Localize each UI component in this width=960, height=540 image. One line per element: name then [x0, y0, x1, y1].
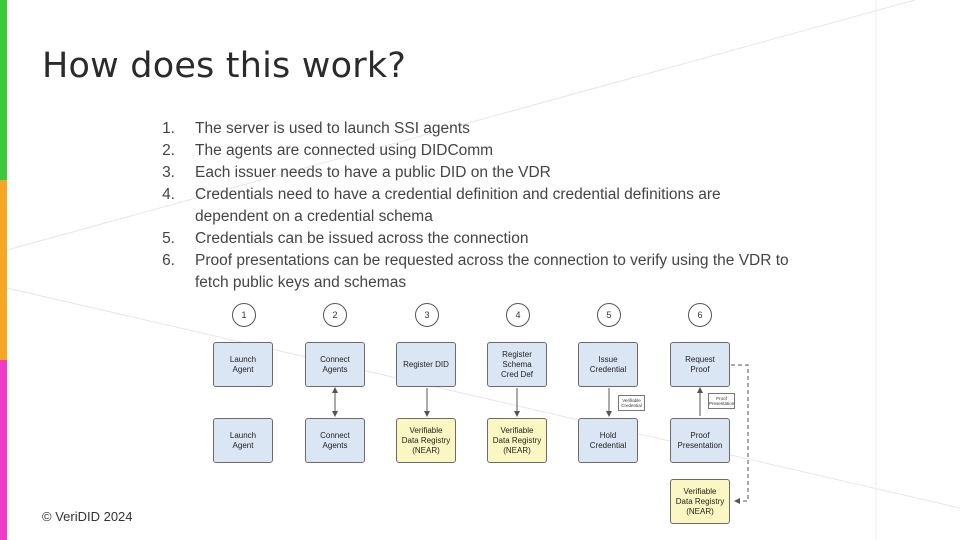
list-item: 2.The agents are connected using DIDComm	[162, 142, 494, 159]
step-number-circle: 4	[506, 303, 530, 327]
accent-bar-pink	[0, 360, 7, 540]
list-item: 3.Each issuer needs to have a public DID…	[162, 164, 551, 181]
list-item: 5.Credentials can be issued across the c…	[162, 230, 529, 247]
steps-list: 1.The server is used to launch SSI agent…	[156, 118, 796, 294]
verifiable-data-registry-box: Verifiable Data Registry (NEAR)	[487, 418, 547, 463]
verifiable-data-registry-box: Verifiable Data Registry (NEAR)	[670, 479, 730, 524]
register-schema-box: Register Schema Cred Def	[487, 342, 547, 387]
step-number-circle: 6	[688, 303, 712, 327]
issue-credential-box: Issue Credential	[578, 342, 638, 387]
proof-presentation-box: Proof Presentation	[670, 418, 730, 463]
list-item: 6.Proof presentations can be requested a…	[162, 252, 789, 291]
step-number-circle: 3	[415, 303, 439, 327]
step-number-circle: 5	[597, 303, 621, 327]
footer-copyright: © VeriDID 2024	[42, 509, 133, 524]
credential-document-icon: Verifiable Credential	[618, 395, 645, 411]
connect-agents-box: Connect Agents	[305, 342, 365, 387]
list-item: 4.Credentials need to have a credential …	[162, 186, 721, 225]
accent-bar-orange	[0, 180, 7, 360]
connect-agents-box: Connect Agents	[305, 418, 365, 463]
register-did-box: Register DID	[396, 342, 456, 387]
proof-document-icon: Proof Presentation	[708, 393, 735, 409]
list-item: 1.The server is used to launch SSI agent…	[162, 120, 470, 137]
verifiable-data-registry-box: Verifiable Data Registry (NEAR)	[396, 418, 456, 463]
step-number-circle: 2	[323, 303, 347, 327]
hold-credential-box: Hold Credential	[578, 418, 638, 463]
request-proof-box: Request Proof	[670, 342, 730, 387]
accent-bar-green	[0, 0, 7, 180]
launch-agent-box: Launch Agent	[213, 418, 273, 463]
launch-agent-box: Launch Agent	[213, 342, 273, 387]
diagram-connectors	[332, 364, 749, 504]
ssi-flow-diagram: 1 2 3 4 5 6 Launch Agent Connect Agents …	[200, 298, 770, 530]
page-title: How does this work?	[42, 46, 407, 86]
step-number-circle: 1	[232, 303, 256, 327]
